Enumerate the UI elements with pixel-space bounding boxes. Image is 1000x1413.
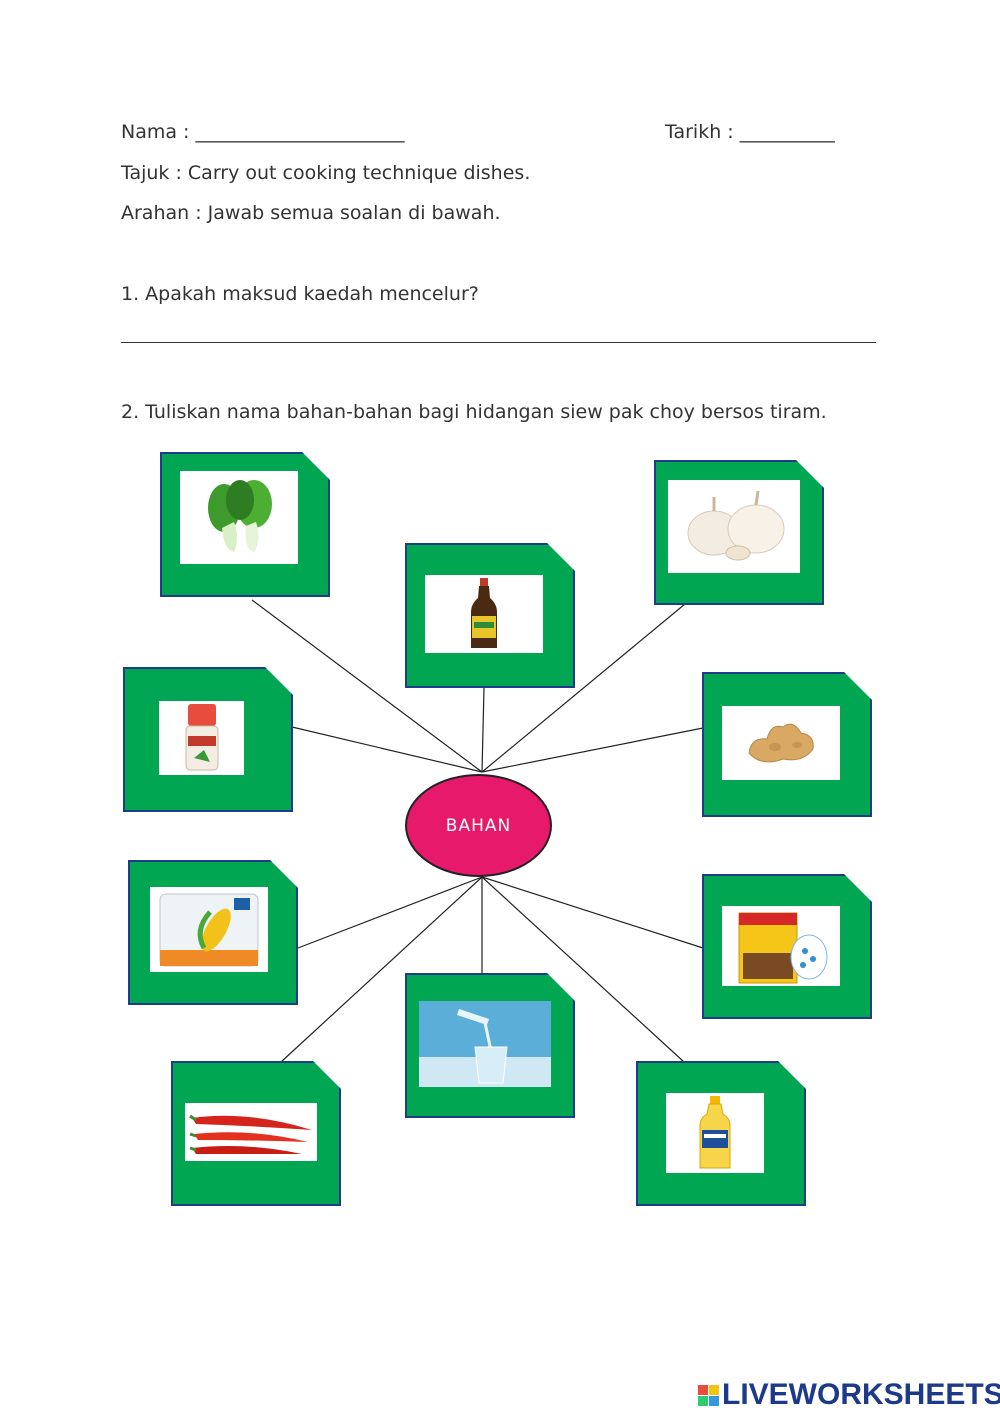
answer-line-1[interactable] <box>121 342 876 343</box>
ingredient-card-ginger <box>702 672 872 817</box>
connector-line <box>291 726 483 773</box>
name-field-label: Nama : ______________________ <box>121 121 405 143</box>
instructions: Arahan : Jawab semua soalan di bawah. <box>121 202 501 224</box>
connector-line <box>297 876 483 949</box>
ingredient-card-chili <box>171 1061 341 1206</box>
ingredient-card-corn-flour <box>128 860 298 1005</box>
water-glass-icon <box>419 1001 551 1087</box>
connector-line <box>481 603 686 773</box>
oyster-sauce-bottle-icon <box>425 575 543 653</box>
chicken-stock-box-icon <box>722 906 840 986</box>
connector-line <box>481 876 704 949</box>
center-ingredients-ellipse: BAHAN <box>405 774 552 877</box>
connector-line <box>481 687 485 773</box>
connector-line <box>251 599 483 773</box>
cooking-oil-bottle-icon <box>666 1093 764 1173</box>
logo-mark-icon <box>698 1384 719 1406</box>
ingredient-card-pepper <box>123 667 293 812</box>
brand-text: LIVEWORKSHEETS <box>722 1378 1000 1411</box>
connector-line <box>481 727 704 773</box>
liveworksheets-logo: LIVEWORKSHEETS <box>698 1378 1000 1412</box>
pepper-shaker-icon <box>159 701 244 775</box>
date-field-label: Tarikh : __________ <box>665 121 835 143</box>
ingredient-card-oyster-sauce <box>405 543 575 688</box>
ingredient-card-cooking-oil <box>636 1061 806 1206</box>
bok-choy-icon <box>180 471 298 564</box>
red-chili-icon <box>185 1103 317 1161</box>
ingredient-card-water <box>405 973 575 1118</box>
connector-line <box>481 876 685 1063</box>
question-2: 2. Tuliskan nama bahan-bahan bagi hidang… <box>121 401 827 423</box>
ingredient-card-chicken-stock <box>702 874 872 1019</box>
connector-line <box>280 876 483 1063</box>
garlic-icon <box>668 480 800 573</box>
center-label: BAHAN <box>445 815 512 836</box>
ingredient-card-bok-choy <box>160 452 330 597</box>
ginger-icon <box>722 706 840 780</box>
ingredient-card-garlic <box>654 460 824 605</box>
corn-flour-packet-icon <box>150 887 268 972</box>
worksheet-title: Tajuk : Carry out cooking technique dish… <box>121 162 531 184</box>
question-1: 1. Apakah maksud kaedah mencelur? <box>121 283 479 305</box>
